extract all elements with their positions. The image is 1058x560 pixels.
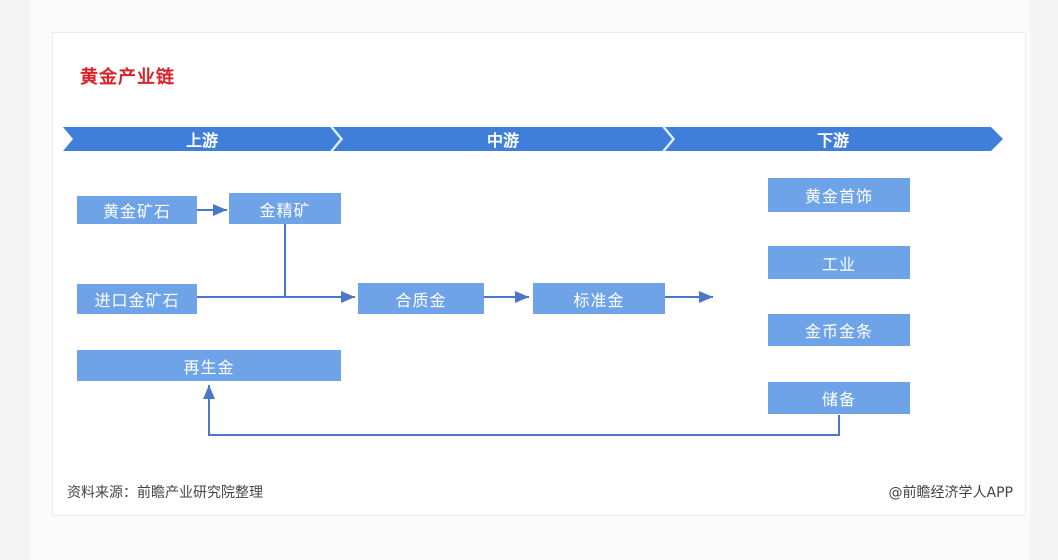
credit-note: @前瞻经济学人APP: [888, 485, 1013, 501]
stage-band-shape: [63, 126, 1003, 152]
node-standard-gold: 标准金: [533, 283, 665, 314]
node-recycled-gold: 再生金: [77, 350, 341, 381]
node-alloy-gold: 合质金: [358, 283, 484, 314]
source-note: 资料来源：前瞻产业研究院整理: [67, 485, 263, 501]
stage-downstream: 下游: [816, 131, 849, 150]
stage-midstream: 中游: [486, 131, 519, 150]
node-gold-jewelry: 黄金首饰: [768, 178, 910, 212]
flow-connectors: [197, 204, 840, 436]
diagram-card: 黄金产业链 上游 中游 下游 黄金矿石 金精矿 进口金矿石 再生金 合质金 标准…: [52, 32, 1026, 516]
node-reserves: 储备: [768, 382, 910, 414]
node-gold-ore: 黄金矿石: [77, 196, 197, 224]
node-industry: 工业: [768, 246, 910, 279]
diagram-title: 黄金产业链: [80, 67, 175, 88]
node-coins-bars: 金币金条: [768, 314, 910, 346]
node-gold-concentrate: 金精矿: [229, 193, 341, 224]
node-imported-gold-ore: 进口金矿石: [77, 284, 197, 314]
stage-upstream: 上游: [185, 131, 218, 150]
